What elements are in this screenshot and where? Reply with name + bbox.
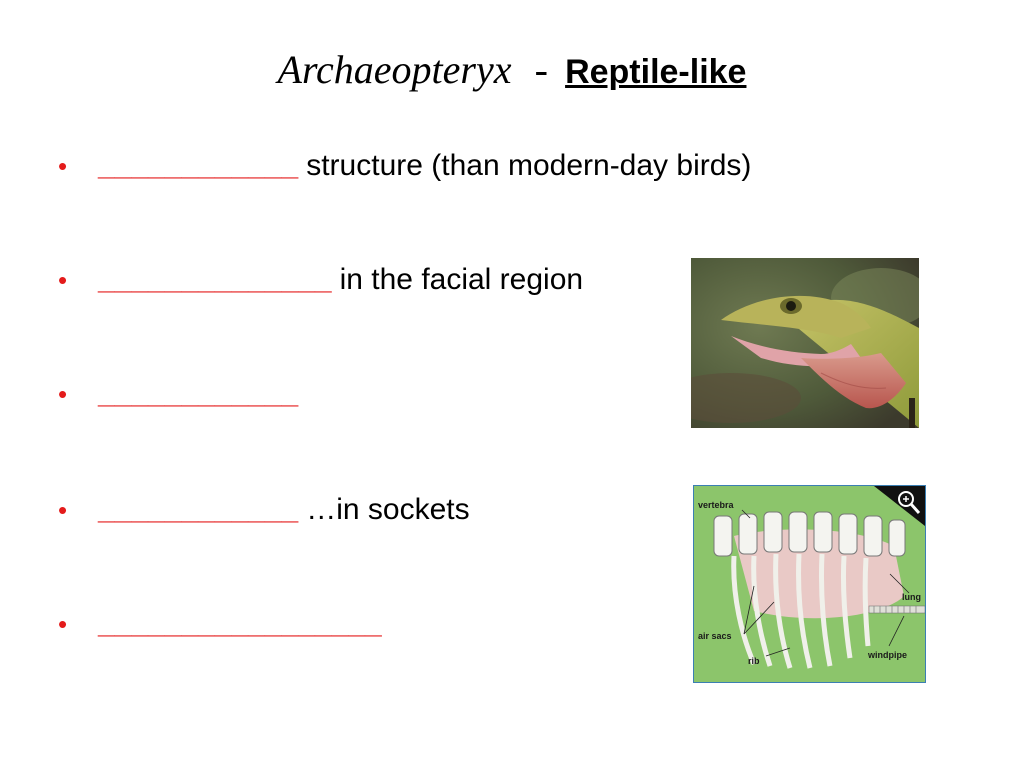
- bullet-text: in the facial region: [339, 263, 584, 296]
- bullet-item: • ____________: [58, 370, 306, 418]
- lung-diagram: vertebra lung air sacs rib windpipe: [693, 485, 926, 683]
- bullet-item: • _________________: [58, 600, 390, 648]
- fill-in-blank: ____________: [98, 377, 299, 410]
- label-lung: lung: [902, 592, 921, 602]
- label-rib: rib: [748, 656, 760, 666]
- label-vertebra: vertebra: [698, 500, 735, 510]
- bullet-item: • ____________…in sockets: [58, 486, 470, 534]
- fill-in-blank: ______________: [98, 263, 332, 296]
- magnifier-zoom-icon[interactable]: [874, 486, 925, 526]
- label-windpipe: windpipe: [867, 650, 907, 660]
- fill-in-blank: _________________: [98, 607, 382, 640]
- fill-in-blank: ____________: [98, 493, 299, 526]
- bullet-dot: •: [58, 151, 68, 181]
- bullet-text: …in sockets: [306, 493, 470, 526]
- lizard-illustration: [691, 258, 919, 428]
- title-category: Reptile-like: [565, 53, 747, 91]
- lizard-photo: [691, 258, 919, 428]
- bullet-dot: •: [58, 495, 68, 525]
- bullet-item: • ______________in the facial region: [58, 256, 583, 304]
- bullet-dot: •: [58, 265, 68, 295]
- slide-title: Archaeopteryx - Reptile-like: [0, 46, 1024, 96]
- bullet-text: structure (than modern-day birds): [306, 149, 752, 182]
- fill-in-blank: ____________: [98, 149, 299, 182]
- bullet-dot: •: [58, 379, 68, 409]
- title-separator: -: [534, 47, 548, 92]
- label-air-sacs: air sacs: [698, 631, 732, 641]
- title-species: Archaeopteryx: [277, 47, 512, 92]
- bullet-dot: •: [58, 609, 68, 639]
- bullet-item: • ____________structure (than modern-day …: [58, 142, 751, 190]
- lung-diagram-illustration: vertebra lung air sacs rib windpipe: [694, 486, 925, 682]
